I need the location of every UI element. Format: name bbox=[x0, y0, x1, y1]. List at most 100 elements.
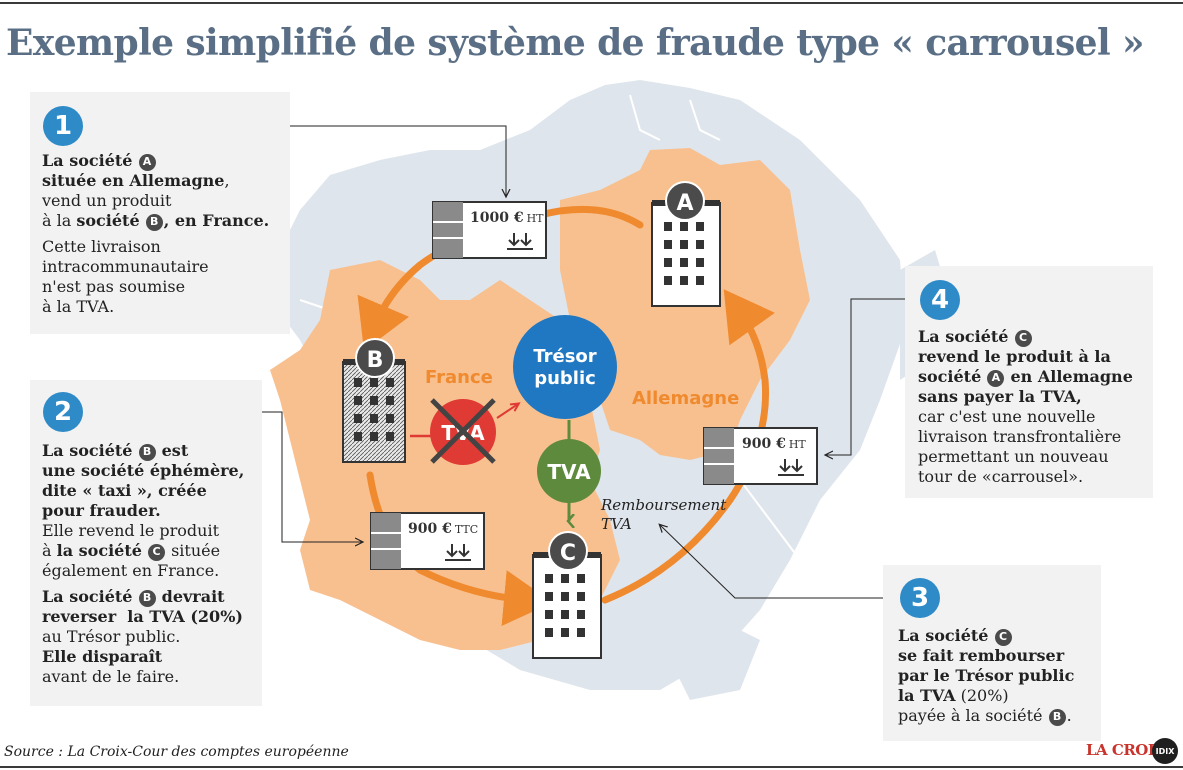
treasury-node: Trésor public bbox=[513, 315, 617, 419]
step-4-note-line: car c'est une nouvelle bbox=[918, 407, 1096, 426]
leader-3 bbox=[660, 525, 898, 599]
step-2-line-5: Elle revend le produit bbox=[42, 521, 220, 540]
invoice-bc-download-icon bbox=[445, 544, 471, 561]
tva-node: TVA bbox=[537, 439, 601, 503]
invoice-ca: 900 €HT bbox=[703, 427, 818, 485]
step-1-line-4b: société bbox=[76, 211, 140, 230]
step-2-text: La société B est une société éphémère, d… bbox=[42, 441, 272, 687]
step-4-note-line: livraison transfrontalière bbox=[918, 427, 1122, 446]
invoice-ab: 1000 €HT bbox=[432, 201, 547, 259]
building-a-letter: A bbox=[676, 191, 693, 216]
building-b-letter: B bbox=[367, 348, 384, 373]
step-1-note-line: intracommunautaire bbox=[42, 257, 209, 276]
step-1-line-1: La société bbox=[42, 151, 133, 170]
step-2-line-9: reverser la TVA (20%) bbox=[42, 607, 243, 626]
step-3-line-1: La société bbox=[898, 626, 989, 645]
step-1-line-4c: , en France. bbox=[163, 211, 270, 230]
step-4-line-3b: en Allemagne bbox=[1010, 367, 1133, 386]
building-a: A bbox=[651, 181, 721, 307]
step-3-bold-line: par le Trésor public bbox=[898, 666, 1075, 685]
step-2-line-1b: est bbox=[161, 441, 189, 460]
step-2-bold-line: pour frauder. bbox=[42, 501, 161, 520]
step-3-text: La société C se fait rembourser par le T… bbox=[898, 626, 1098, 726]
treasury-label-line2: public bbox=[534, 368, 596, 389]
company-badge: B bbox=[145, 213, 163, 231]
step-3-bold-line: se fait rembourser bbox=[898, 646, 1065, 665]
step-1-note-line: à la TVA. bbox=[42, 297, 115, 316]
step-3-line-5: payée à la société bbox=[898, 706, 1043, 725]
step-2-line-12: avant de le faire. bbox=[42, 667, 180, 686]
company-badge: C bbox=[1014, 329, 1032, 347]
step-2-line-7: également en France. bbox=[42, 561, 220, 580]
company-badge: B bbox=[138, 443, 156, 461]
invoice-bc-amount: 900 € bbox=[408, 521, 452, 537]
la-croix-logo: LA CROIX bbox=[1086, 741, 1166, 759]
invoice-ca-suffix: HT bbox=[789, 438, 807, 451]
page-title: Exemple simplifié de système de fraude t… bbox=[6, 22, 1144, 64]
step-4-number: 4 bbox=[920, 280, 960, 320]
company-badge: A bbox=[987, 369, 1005, 387]
step-1-number: 1 bbox=[43, 106, 83, 146]
step-2-line-6c: située bbox=[165, 541, 221, 560]
step-2-bold-line: une société éphémère, bbox=[42, 461, 245, 480]
step-3-line-4a: la TVA bbox=[898, 686, 956, 705]
step-2-line-6b: la société bbox=[56, 541, 142, 560]
step-4-line-1: La société bbox=[918, 327, 1009, 346]
svg-text:900 €TTC: 900 €TTC bbox=[408, 521, 478, 537]
invoice-ca-amount: 900 € bbox=[742, 436, 786, 452]
step-1-line-3: vend un produit bbox=[42, 191, 172, 210]
cross-line-2 bbox=[430, 398, 496, 464]
step-1-text: La société A située en Allemagne, vend u… bbox=[42, 151, 292, 317]
invoice-ab-download-icon bbox=[507, 233, 533, 250]
invoice-bc-suffix: TTC bbox=[455, 523, 478, 536]
building-b: B bbox=[342, 338, 406, 463]
tva-label: TVA bbox=[547, 460, 591, 484]
step-4-line-4: sans payer la TVA, bbox=[918, 387, 1082, 406]
company-badge: B bbox=[1048, 708, 1066, 726]
building-c: C bbox=[532, 531, 602, 659]
company-badge: B bbox=[138, 589, 156, 607]
step-1-note-line: n'est pas soumise bbox=[42, 277, 186, 296]
step-2-line-8: La société bbox=[42, 587, 133, 606]
invoice-ab-amount: 1000 € bbox=[470, 210, 524, 226]
step-2-panel bbox=[30, 380, 262, 706]
bottom-rule bbox=[0, 766, 1183, 768]
step-2-line-11: Elle disparaît bbox=[42, 647, 163, 666]
tva-crossed-node: TVA bbox=[430, 398, 496, 465]
svg-text:900 €HT: 900 €HT bbox=[742, 436, 806, 452]
step-1-line-2: située en Allemagne bbox=[42, 171, 225, 190]
step-2-line-1: La société bbox=[42, 441, 133, 460]
idix-logo: IDIX bbox=[1152, 738, 1178, 764]
step-4-note-line: tour de «carrousel». bbox=[918, 467, 1084, 486]
step-2-number: 2 bbox=[43, 392, 83, 432]
label-germany: Allemagne bbox=[632, 388, 739, 409]
step-2-bold-line: dite « taxi », créée bbox=[42, 481, 207, 500]
building-c-letter: C bbox=[560, 541, 576, 566]
company-badge: C bbox=[994, 628, 1012, 646]
step-4-note-line: permettant un nouveau bbox=[918, 447, 1109, 466]
step-1-note-line: Cette livraison bbox=[42, 237, 161, 256]
step-3-line-5b: . bbox=[1066, 706, 1072, 725]
treasury-label-line1: Trésor bbox=[533, 346, 596, 367]
refund-label-line1: Remboursement bbox=[600, 496, 727, 514]
step-4-text: La société C revend le produit à la soci… bbox=[918, 327, 1158, 487]
label-france: France bbox=[425, 367, 493, 388]
top-rule bbox=[0, 2, 1183, 4]
svg-text:1000 €HT: 1000 €HT bbox=[470, 210, 544, 226]
step-1-line-4a: à la bbox=[42, 211, 77, 230]
invoice-ca-download-icon bbox=[778, 459, 804, 476]
source-credit: Source : La Croix-Cour des comptes europ… bbox=[4, 744, 349, 760]
tva-unpaid-arrow bbox=[496, 404, 518, 419]
step-3-line-4b: (20%) bbox=[955, 686, 1009, 705]
refund-label-line2: TVA bbox=[601, 515, 632, 533]
step-4-line-3: société bbox=[918, 367, 982, 386]
invoice-bc: 900 €TTC bbox=[370, 512, 485, 570]
step-2-line-6a: à bbox=[42, 541, 57, 560]
step-2-line-10: au Trésor public. bbox=[42, 627, 181, 646]
step-2-line-8b: devrait bbox=[161, 587, 225, 606]
company-badge: C bbox=[147, 543, 165, 561]
step-3-number: 3 bbox=[900, 578, 940, 618]
invoice-ab-suffix: HT bbox=[527, 212, 545, 225]
step-1-line-2-comma: , bbox=[224, 171, 230, 190]
